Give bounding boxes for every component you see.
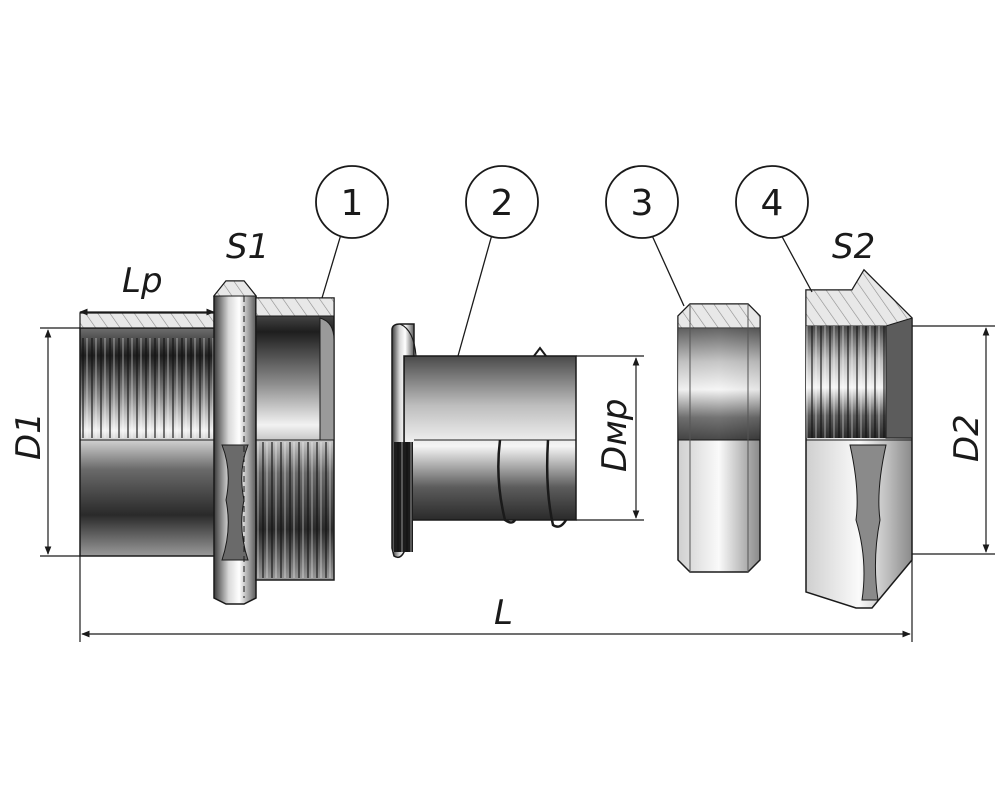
dim-label-l: L	[494, 593, 513, 633]
part-2-sleeve-spring	[391, 323, 577, 559]
dim-label-lp: Lp	[122, 261, 163, 301]
callout-1-label: 1	[341, 183, 364, 224]
part-3-clamp-ring	[677, 303, 761, 573]
part-4-cap-nut	[805, 268, 913, 609]
callout-2-label: 2	[491, 183, 514, 224]
callout-3-label: 3	[631, 183, 654, 224]
dimension-lines	[40, 308, 995, 642]
callout-4-label: 4	[761, 183, 784, 224]
callout-1: 1	[315, 165, 389, 239]
callout-2: 2	[465, 165, 539, 239]
part-1-union-body	[79, 280, 335, 605]
dim-label-d1: D1	[9, 412, 49, 460]
dim-label-s1: S1	[226, 227, 269, 267]
callout-4: 4	[735, 165, 809, 239]
dim-label-d2: D2	[947, 414, 987, 462]
dim-label-s2: S2	[832, 227, 875, 267]
leader-lines	[321, 230, 813, 357]
callout-3: 3	[605, 165, 679, 239]
dim-label-dmp: Dмр	[595, 399, 635, 472]
